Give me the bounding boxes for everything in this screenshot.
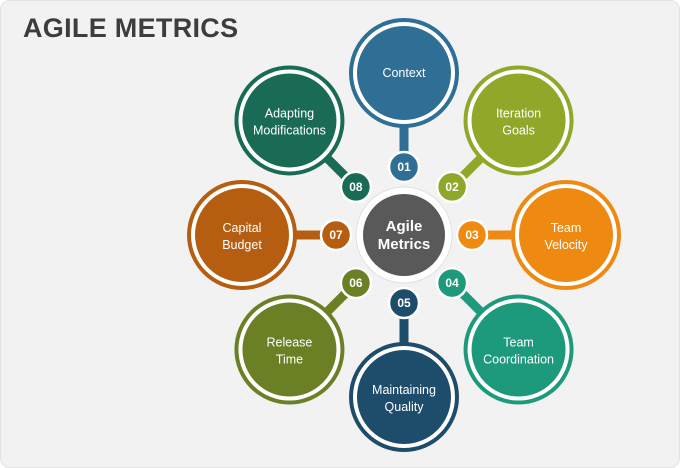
badge-number: 07 — [329, 228, 343, 242]
badge-circle — [319, 218, 353, 252]
page-title: AGILE METRICS — [23, 13, 239, 43]
node-circle — [357, 350, 451, 444]
badge-circle — [387, 150, 421, 184]
node-label-line1: Team — [503, 336, 534, 350]
node-label-line2: Quality — [385, 400, 425, 414]
node-label-line2: Goals — [502, 123, 535, 137]
number-badges: 01 02 03 04 05 06 07 08 — [319, 150, 489, 320]
center-hub: Agile Metrics — [355, 186, 453, 284]
badge-circle — [339, 266, 373, 300]
node-label-line1: Iteration — [496, 106, 541, 120]
badge-number: 01 — [397, 160, 411, 174]
node-label-line1: Capital — [223, 221, 262, 235]
badge-circle — [435, 266, 469, 300]
badge-07: 07 — [319, 218, 353, 252]
node-label-line1: Team — [551, 221, 582, 235]
node-circle — [519, 188, 613, 282]
badge-circle — [339, 170, 373, 204]
badge-05: 05 — [387, 286, 421, 320]
node-label-line1: Maintaining — [372, 383, 436, 397]
node-label-line1: Context — [382, 66, 426, 80]
node-label-line2: Coordination — [483, 353, 554, 367]
badge-01: 01 — [387, 150, 421, 184]
node-label-line2: Velocity — [544, 238, 588, 252]
badge-number: 08 — [349, 180, 363, 194]
node-circle — [471, 302, 566, 397]
node-label-line2: Modifications — [253, 123, 326, 137]
badge-number: 06 — [349, 276, 363, 290]
badge-circle — [387, 286, 421, 320]
badge-03: 03 — [455, 218, 489, 252]
badge-04: 04 — [435, 266, 469, 300]
center-circle — [363, 194, 445, 276]
badge-circle — [435, 170, 469, 204]
badge-number: 04 — [445, 276, 459, 290]
node-label-line1: Release — [267, 336, 313, 350]
node-circle — [471, 73, 566, 168]
badge-02: 02 — [435, 170, 469, 204]
center-label-line1: Agile — [386, 218, 423, 235]
badge-number: 05 — [397, 296, 411, 310]
badge-number: 02 — [445, 180, 459, 194]
node-circle — [195, 188, 289, 282]
node-label-line1: Adapting — [265, 106, 314, 120]
node-label-line2: Budget — [222, 238, 262, 252]
outer-nodes: ContextIterationGoalsTeamVelocityTeamCoo… — [187, 18, 621, 452]
badge-06: 06 — [339, 266, 373, 300]
node-circle — [242, 73, 337, 168]
node-label-line2: Time — [276, 353, 303, 367]
center-label-line2: Metrics — [378, 236, 431, 253]
node-circle — [242, 302, 337, 397]
node-circle — [357, 26, 451, 120]
badge-number: 03 — [465, 228, 479, 242]
badge-08: 08 — [339, 170, 373, 204]
node-context: Context — [349, 18, 459, 128]
badge-circle — [455, 218, 489, 252]
